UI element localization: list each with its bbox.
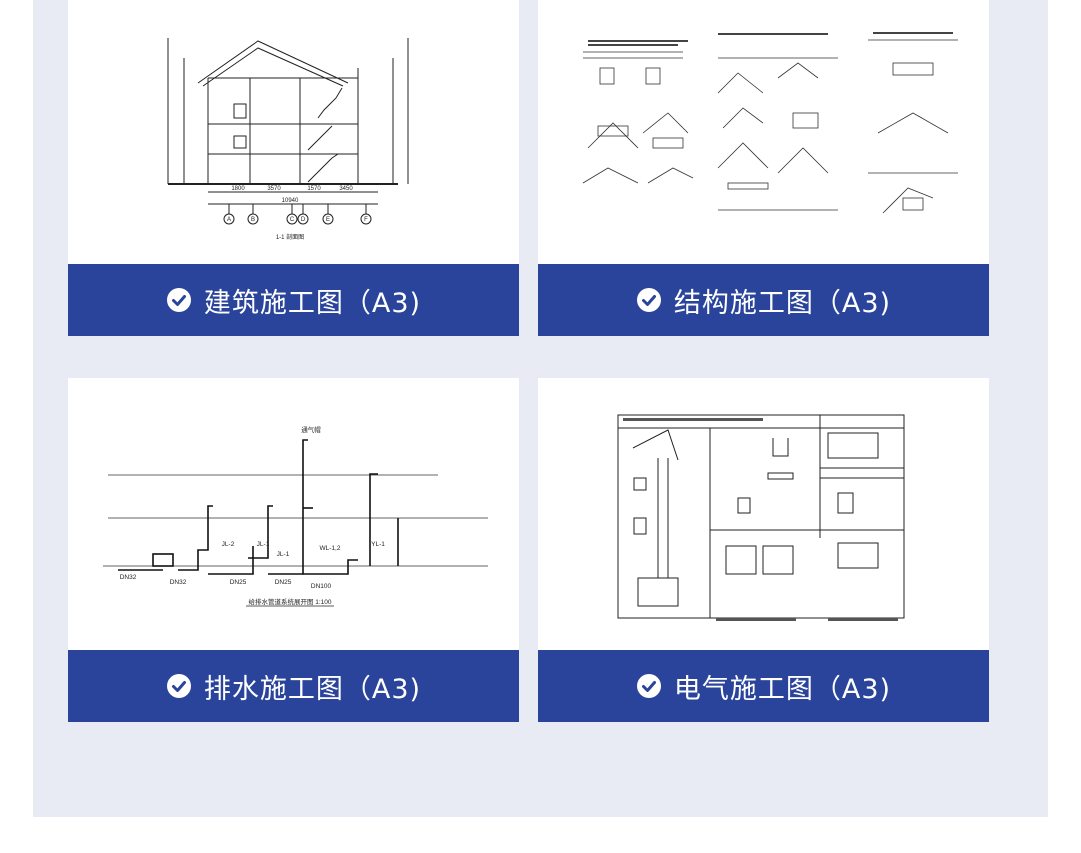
dim-label: 1570 [307,186,321,192]
pipe-tag: JL-1 [277,551,290,558]
pipe-tag: WL-1,2 [320,545,341,552]
dim-label: 3450 [339,186,353,192]
card-label-bar[interactable]: 电气施工图（A3) [538,650,989,722]
card-label: 电气施工图（A3) [673,673,892,705]
axis-label: C [290,217,295,223]
dn-label: DN32 [170,579,187,586]
card-structural-drawings[interactable]: 结构施工图（A3) [538,0,989,336]
drawing-title: 1-1 剖面图 [276,233,304,241]
card-label: 建筑施工图（A3) [203,287,422,319]
dn-label: DN25 [275,579,292,586]
axis-label: B [251,217,255,223]
check-circle-icon [636,674,661,698]
building-section-drawing: A B C D E F 1800 3570 1570 3450 10940 1-… [68,0,519,264]
card-label-bar[interactable]: 排水施工图（A3) [68,650,519,722]
dn-label: DN25 [230,579,247,586]
axis-label: A [227,217,231,223]
card-drainage-drawings[interactable]: 通气帽 JL-2 JL-1 JL-1 WL-1,2 YL-1 DN32 DN25… [68,378,519,722]
dn-label: DN32 [120,574,137,581]
structural-details-drawing [538,0,989,264]
vent-cap-label: 通气帽 [301,425,321,434]
check-circle-icon [166,674,191,698]
electrical-details-drawing [538,378,989,650]
axis-label: D [301,217,306,223]
card-label: 排水施工图（A3) [203,673,422,705]
card-label: 结构施工图（A3) [673,287,892,319]
check-circle-icon [166,288,191,312]
dim-label: 3570 [267,186,281,192]
pipe-tag: YL-1 [371,541,385,548]
pipe-tag: JL-2 [222,541,235,548]
dim-label: 1800 [231,186,245,192]
card-label-bar[interactable]: 结构施工图（A3) [538,264,989,336]
dn-label: DN100 [311,583,332,590]
axis-label: E [326,217,330,223]
card-electrical-drawings[interactable]: 电气施工图（A3) [538,378,989,722]
drainage-system-drawing: 通气帽 JL-2 JL-1 JL-1 WL-1,2 YL-1 DN32 DN25… [68,378,519,650]
card-architectural-drawings[interactable]: A B C D E F 1800 3570 1570 3450 10940 1-… [68,0,519,336]
pipe-tag: JL-1 [257,541,270,548]
axis-label: F [364,217,368,223]
card-label-bar[interactable]: 建筑施工图（A3) [68,264,519,336]
check-circle-icon [636,288,661,312]
dim-total: 10940 [282,198,299,204]
drawing-title: 给排水管道系统展开图 1:100 [248,597,331,606]
